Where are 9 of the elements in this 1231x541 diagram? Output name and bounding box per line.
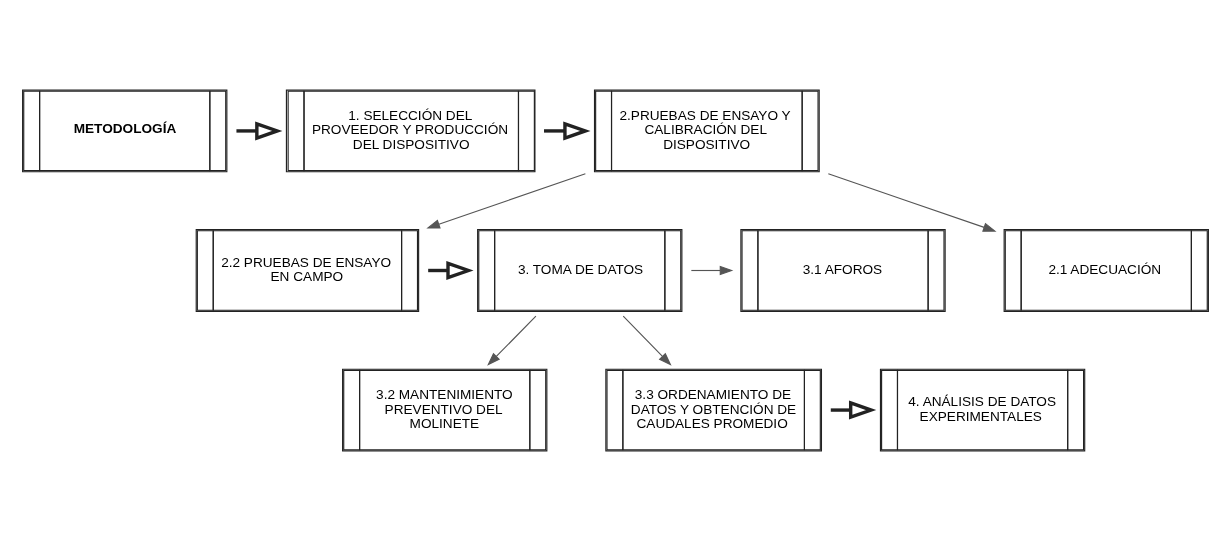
arrow xyxy=(830,400,877,420)
arrow xyxy=(236,121,283,141)
arrow xyxy=(544,121,591,141)
arrow xyxy=(428,260,474,281)
arrow xyxy=(426,173,586,229)
arrow xyxy=(622,315,672,366)
arrow xyxy=(827,173,997,232)
arrow xyxy=(487,315,537,366)
arrow xyxy=(690,265,734,276)
